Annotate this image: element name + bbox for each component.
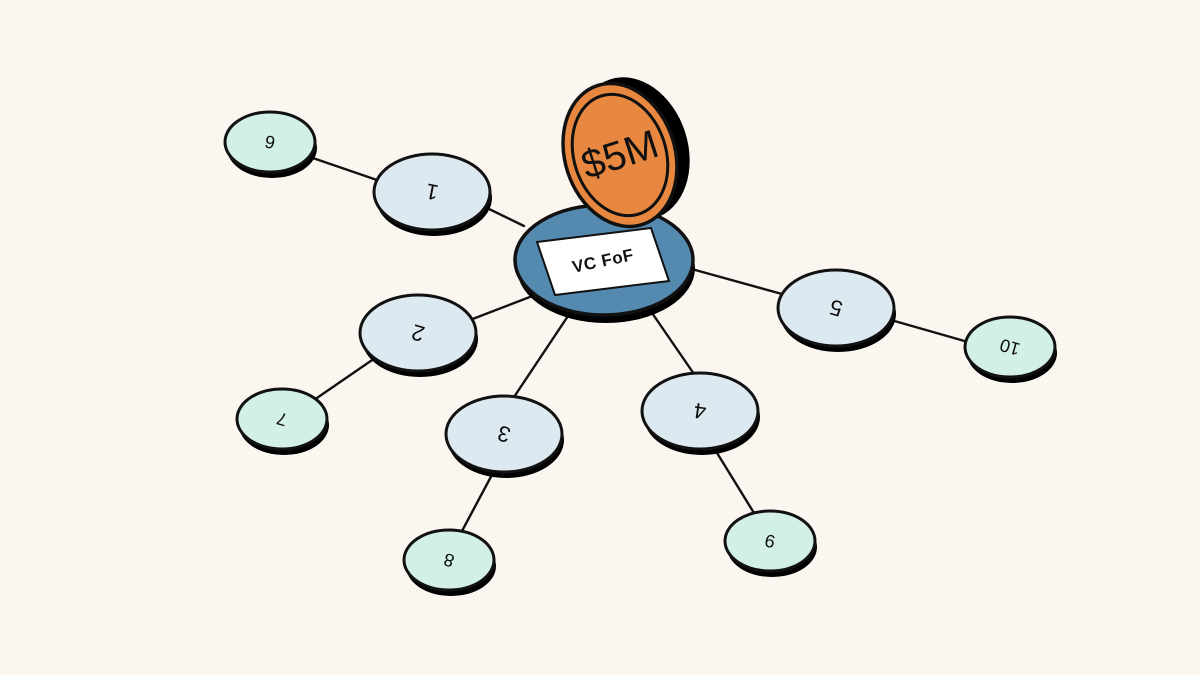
node-2[interactable]: 2 xyxy=(358,293,478,377)
node-10[interactable]: 10 xyxy=(963,315,1057,383)
node-4[interactable]: 4 xyxy=(640,371,760,455)
node-label-1: 1 xyxy=(424,179,441,206)
edge-2-7 xyxy=(312,354,380,402)
node-body-10[interactable] xyxy=(963,315,1057,379)
edge-4-9 xyxy=(712,446,756,515)
edge-hub-1 xyxy=(485,206,526,228)
node-body-1[interactable] xyxy=(372,152,492,232)
coin-face[interactable] xyxy=(545,69,695,242)
coin-inner-ring xyxy=(570,92,670,218)
node-9[interactable]: 9 xyxy=(723,509,817,577)
node-body-5[interactable] xyxy=(776,268,896,348)
funding-coin[interactable]: $5M xyxy=(545,62,709,241)
node-5[interactable]: 5 xyxy=(776,268,896,352)
edge-hub-2 xyxy=(468,293,537,322)
node-label-4: 4 xyxy=(692,398,708,424)
node-1[interactable]: 1 xyxy=(372,152,492,236)
edge-5-10 xyxy=(889,318,970,344)
edge-hub-5 xyxy=(686,266,784,296)
edge-1-6 xyxy=(305,154,379,182)
edges-layer xyxy=(305,154,970,533)
node-body-6[interactable] xyxy=(223,110,317,174)
node-body-3[interactable] xyxy=(444,394,564,474)
node-3[interactable]: 3 xyxy=(444,394,564,478)
vc-fof-hub[interactable]: VC FoF xyxy=(513,203,695,323)
node-body-4[interactable] xyxy=(640,371,760,451)
coin-layer: $5M xyxy=(545,62,709,241)
edge-hub-4 xyxy=(648,308,696,376)
node-body-2[interactable] xyxy=(358,293,478,373)
node-body-8[interactable] xyxy=(402,528,496,592)
node-label-9: 9 xyxy=(763,530,777,552)
node-body-9[interactable] xyxy=(723,509,817,573)
node-8[interactable]: 8 xyxy=(402,528,496,596)
node-label-6: 6 xyxy=(263,131,277,153)
edge-3-8 xyxy=(460,469,496,533)
hub-label-plate xyxy=(535,226,671,297)
node-6[interactable]: 6 xyxy=(223,110,317,178)
nodes-layer: 1 2 3 4 5 6 7 8 9 10 xyxy=(223,110,1057,596)
edge-hub-3 xyxy=(512,311,572,399)
node-body-7[interactable] xyxy=(235,387,329,451)
hub-layer: VC FoF xyxy=(513,203,695,323)
node-7[interactable]: 7 xyxy=(235,387,329,455)
